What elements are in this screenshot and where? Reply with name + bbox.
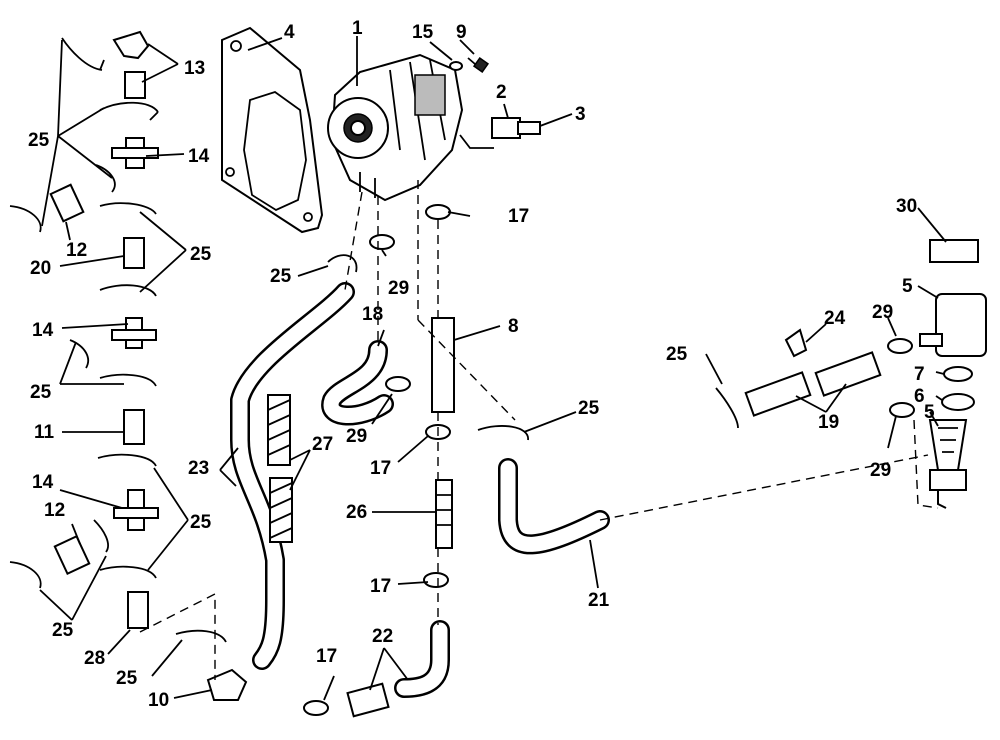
- callout-12b: 12: [44, 500, 65, 521]
- callout-25h: 25: [578, 398, 600, 419]
- callout-5a: 5: [902, 276, 913, 297]
- callout-13: 13: [184, 58, 205, 79]
- callout-29b: 29: [346, 426, 367, 447]
- fuel-pump-part-1: [327, 53, 464, 202]
- callout-17b: 17: [370, 458, 391, 479]
- callout-11: 11: [34, 422, 55, 443]
- callout-9: 9: [456, 22, 467, 43]
- hose-part-8: [431, 317, 455, 413]
- connector-part-28: [127, 591, 149, 629]
- callout-27: 27: [312, 434, 333, 455]
- elbow-fitting-part-10: [206, 668, 248, 701]
- callout-29a: 29: [388, 278, 409, 299]
- hose-part-21: [498, 458, 610, 555]
- o-ring-part-7: [943, 366, 973, 382]
- callout-29d: 29: [870, 460, 891, 481]
- gasket-part-6: [941, 393, 975, 411]
- filter-element-part-5: [928, 419, 968, 509]
- hose-part-18: [321, 340, 394, 426]
- callout-12a: 12: [66, 240, 87, 261]
- callout-1: 1: [352, 18, 363, 39]
- strap-part-30: [929, 239, 979, 263]
- callout-4: 4: [284, 22, 295, 43]
- filter-part-12-top: [49, 183, 85, 223]
- elbow-fitting-part-13: [112, 30, 150, 99]
- callout-17d: 17: [316, 646, 337, 667]
- hose-part-23: [230, 282, 355, 670]
- callout-2: 2: [496, 82, 507, 103]
- filter-part-26: [435, 479, 453, 549]
- callout-labels: 1 2 3 4 5 5 6 7 8 9 10 11 12 12 13 14 14…: [28, 18, 935, 711]
- tee-fitting-part-14-mid: [111, 317, 157, 349]
- callout-22: 22: [372, 626, 393, 647]
- callout-23: 23: [188, 458, 209, 479]
- leader-lines: [39, 36, 947, 701]
- callout-25c: 25: [30, 382, 52, 403]
- screw-part-9: [467, 56, 490, 74]
- filter-part-12-low: [53, 535, 91, 575]
- callout-19: 19: [818, 412, 839, 433]
- callout-26: 26: [346, 502, 367, 523]
- callout-8: 8: [508, 316, 519, 337]
- connector-part-11: [123, 409, 145, 445]
- callout-14a: 14: [188, 146, 210, 167]
- callout-6: 6: [914, 386, 925, 407]
- callout-30: 30: [896, 196, 917, 217]
- fitting-part-2: [459, 117, 541, 149]
- callout-25a: 25: [28, 130, 50, 151]
- callout-18: 18: [362, 304, 383, 325]
- callout-5b: 5: [924, 402, 935, 423]
- callout-28: 28: [84, 648, 105, 669]
- callout-24: 24: [824, 308, 846, 329]
- callout-17a: 17: [508, 206, 529, 227]
- callout-10: 10: [148, 690, 169, 711]
- callout-25e: 25: [52, 620, 74, 641]
- hose-part-19: [744, 351, 882, 417]
- assembly-guide-lines: [139, 180, 939, 680]
- washer-part-15: [449, 61, 463, 71]
- callout-14c: 14: [32, 472, 54, 493]
- callout-29c: 29: [872, 302, 893, 323]
- mounting-bracket-part-4: [221, 26, 324, 234]
- callout-25g: 25: [270, 266, 292, 287]
- callout-3: 3: [575, 104, 586, 125]
- callout-25d: 25: [190, 512, 212, 533]
- hose-clamps-part-25: [9, 37, 739, 643]
- hose-part-22: [346, 620, 450, 718]
- callout-21: 21: [588, 590, 610, 611]
- callout-15: 15: [412, 22, 434, 43]
- callout-14b: 14: [32, 320, 54, 341]
- callout-17c: 17: [370, 576, 391, 597]
- connector-part-20: [123, 237, 145, 269]
- callout-20: 20: [30, 258, 51, 279]
- callout-25f: 25: [116, 668, 138, 689]
- tee-fitting-part-14-top: [111, 137, 159, 169]
- callout-25b: 25: [190, 244, 212, 265]
- clamps-part-17-29-24: [303, 204, 915, 716]
- callout-7: 7: [914, 364, 925, 385]
- callout-25i: 25: [666, 344, 688, 365]
- sleeve-part-27: [267, 394, 293, 543]
- tee-fitting-part-14-low: [113, 489, 159, 531]
- filter-bowl-part-5: [919, 293, 987, 357]
